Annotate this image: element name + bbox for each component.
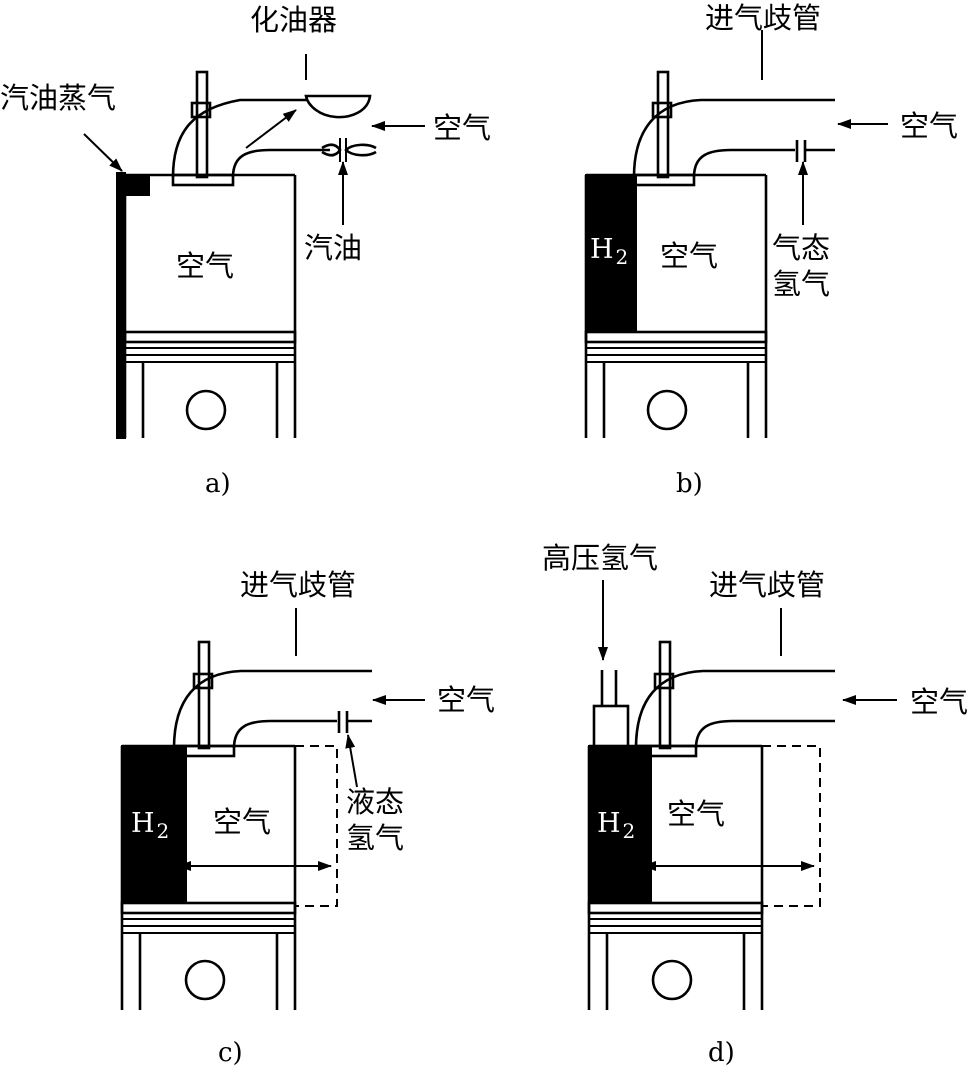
piston-pin — [185, 389, 227, 431]
caption-b: b) — [676, 469, 703, 499]
piston-top — [584, 330, 768, 344]
intake-pipe-upper — [172, 669, 372, 749]
cylinder-air-label-d: 空气 — [667, 797, 725, 831]
manifold-label-d: 进气歧管 — [709, 568, 825, 602]
jet-right — [344, 143, 377, 157]
liq-h2-arrow — [345, 734, 358, 788]
intake-valve-stem — [195, 70, 209, 179]
cylinder-air-label-a: 空气 — [176, 249, 234, 283]
caption-d: d) — [708, 1038, 735, 1068]
valve-guide — [653, 672, 675, 690]
fuel-vapor-patch — [124, 174, 150, 196]
manifold-label-b: 进气歧管 — [705, 1, 821, 35]
intake-pipe-lower — [231, 148, 330, 178]
piston-pin — [646, 389, 688, 431]
cylinder-air-label-c: 空气 — [213, 805, 271, 839]
intake-pipe-upper — [634, 669, 835, 749]
piston-top — [120, 901, 297, 915]
swept-volume-dashed — [295, 745, 338, 907]
hp-injector-body — [592, 704, 630, 748]
intake-pipe-lower — [694, 719, 835, 749]
gas-h2-label-line2: 氢气 — [772, 267, 830, 301]
gas-h2-label-line1: 气态 — [772, 231, 830, 265]
fuel-vapor-label: 汽油蒸气 — [0, 81, 116, 115]
valve-head — [632, 173, 696, 187]
liq-h2-label-line1: 液态 — [346, 785, 404, 819]
air-in-label-c: 空气 — [437, 683, 495, 717]
intake-pipe-upper — [632, 98, 835, 178]
valve-guide — [192, 672, 214, 690]
piston-top — [123, 330, 297, 344]
swept-volume-dashed — [762, 745, 821, 907]
hp-h2-label: 高压氢气 — [542, 541, 658, 575]
gasoline-label: 汽油 — [304, 231, 362, 265]
manifold-label-c: 进气歧管 — [240, 568, 356, 602]
fuel-vapor-arrow — [83, 133, 123, 172]
panel-a: 化油器 汽油蒸气 空气 汽油 空气 a) — [0, 3, 491, 499]
valve-head — [172, 744, 236, 758]
air-in-label-a: 空气 — [433, 111, 491, 145]
caption-a: a) — [205, 469, 231, 499]
liq-h2-label-line2: 氢气 — [346, 821, 404, 855]
valve-head — [171, 173, 235, 187]
valve-guide — [651, 101, 673, 119]
piston-pin — [651, 959, 693, 1001]
air-in-label-d: 空气 — [910, 685, 968, 719]
intake-valve-stem — [658, 640, 672, 750]
intake-pipe-upper — [171, 98, 308, 178]
piston-top — [587, 901, 764, 915]
valve-head — [634, 744, 698, 758]
intake-valve-stem — [656, 70, 670, 179]
air-in-label-b: 空气 — [900, 109, 958, 143]
hydrogen-charge-d — [588, 745, 652, 903]
cylinder-air-label-b: 空气 — [660, 239, 718, 273]
mixture-flow-arrow — [245, 109, 297, 149]
carburetor-label: 化油器 — [250, 3, 337, 37]
intake-pipe-lower — [232, 719, 337, 749]
piston-pin — [184, 959, 226, 1001]
intake-valve-stem — [197, 640, 211, 750]
intake-pipe-lower — [692, 148, 795, 178]
carburetor-float — [304, 94, 372, 119]
caption-c: c) — [218, 1038, 243, 1068]
